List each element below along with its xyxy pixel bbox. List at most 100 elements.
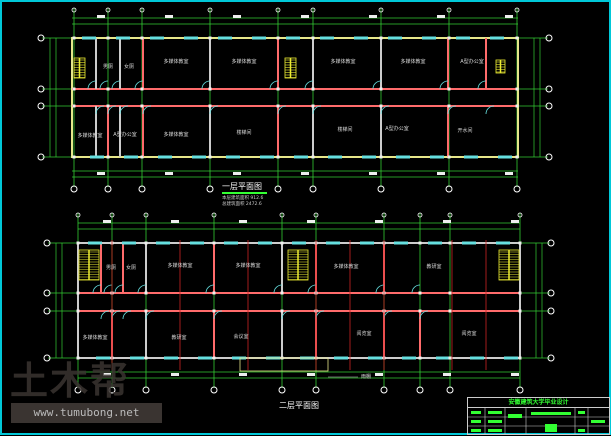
axis-bubble bbox=[43, 307, 51, 315]
column bbox=[418, 241, 422, 245]
axis-bubble bbox=[517, 212, 523, 218]
axis-bubble bbox=[545, 102, 553, 110]
column bbox=[72, 104, 76, 108]
window bbox=[184, 36, 198, 40]
dimension-text bbox=[443, 220, 451, 223]
column bbox=[76, 356, 80, 360]
axis-bubble bbox=[206, 185, 214, 193]
watermark-logo: 土木帮 bbox=[10, 359, 131, 403]
axis-bubble bbox=[279, 212, 285, 218]
room-label: 多媒体教室 bbox=[82, 335, 108, 341]
window bbox=[428, 241, 442, 245]
window bbox=[192, 155, 206, 159]
window bbox=[252, 36, 266, 40]
floor1-title: 一层平面图 bbox=[222, 182, 262, 191]
axis-bubble bbox=[446, 7, 452, 13]
door-swing bbox=[380, 105, 390, 115]
room-label: 多媒体教室 bbox=[163, 132, 189, 138]
axis-bubble bbox=[43, 354, 51, 362]
window bbox=[490, 36, 504, 40]
axis-bubble bbox=[37, 153, 45, 161]
axis-bubble bbox=[43, 239, 51, 247]
room-label: 阅览室 bbox=[356, 331, 372, 337]
column bbox=[72, 87, 76, 91]
column bbox=[72, 36, 76, 40]
axis-bubble bbox=[37, 34, 45, 42]
dimension-text bbox=[369, 15, 377, 18]
dimension-text bbox=[375, 220, 383, 223]
axis-bubble bbox=[143, 212, 149, 218]
axis-bubble bbox=[109, 212, 115, 218]
room-label: 多媒体教室 bbox=[400, 59, 426, 65]
column bbox=[448, 309, 452, 313]
dimension-text bbox=[97, 172, 105, 175]
room-label: 教研室 bbox=[171, 335, 187, 341]
column bbox=[515, 104, 519, 108]
window bbox=[456, 36, 470, 40]
door-swing bbox=[304, 80, 314, 90]
column bbox=[447, 155, 451, 159]
column bbox=[76, 291, 80, 295]
dimension-text bbox=[301, 172, 309, 175]
canopy-outline bbox=[239, 357, 329, 372]
column bbox=[448, 291, 452, 295]
axis-bubble bbox=[37, 85, 45, 93]
axis-bubble bbox=[380, 386, 388, 394]
column bbox=[140, 36, 144, 40]
column bbox=[212, 356, 216, 360]
column bbox=[280, 291, 284, 295]
column bbox=[515, 155, 519, 159]
axis-bubble bbox=[312, 386, 320, 394]
room-label: 阅览室 bbox=[461, 331, 477, 337]
dimension-text bbox=[505, 172, 513, 175]
column bbox=[418, 356, 422, 360]
axis-bubble bbox=[547, 239, 555, 247]
column bbox=[106, 155, 110, 159]
window bbox=[224, 241, 238, 245]
column bbox=[280, 309, 284, 313]
door-swing bbox=[485, 105, 495, 115]
exterior-wall bbox=[71, 37, 519, 158]
dimension-text bbox=[171, 373, 179, 376]
floor-area: 本层建筑面积 912.6 bbox=[222, 196, 264, 201]
window bbox=[158, 155, 172, 159]
window bbox=[436, 356, 450, 360]
room-label: 多媒体教室 bbox=[167, 263, 193, 269]
dimension-text bbox=[239, 373, 247, 376]
column bbox=[144, 241, 148, 245]
room-label: 男厕 bbox=[105, 265, 117, 271]
axis-bubble bbox=[447, 212, 453, 218]
axis-bubble bbox=[275, 7, 281, 13]
room-label: A型办公室 bbox=[460, 59, 484, 65]
axis-bubble bbox=[139, 7, 145, 13]
axis-bubble bbox=[417, 212, 423, 218]
door-swing bbox=[477, 80, 487, 90]
column bbox=[311, 36, 315, 40]
window bbox=[82, 36, 96, 40]
axis-bubble bbox=[545, 34, 553, 42]
floor2-title: 二层平面图 bbox=[279, 401, 319, 410]
axis-bubble bbox=[446, 386, 454, 394]
dimension-text bbox=[511, 373, 519, 376]
axis-bubble bbox=[445, 185, 453, 193]
column bbox=[76, 309, 80, 313]
door-swing bbox=[213, 310, 223, 320]
title-block-school: 安徽建筑大学毕业设计 bbox=[468, 398, 609, 408]
window bbox=[496, 241, 510, 245]
window bbox=[368, 356, 382, 360]
column bbox=[144, 356, 148, 360]
column bbox=[212, 291, 216, 295]
room-label: 开水间 bbox=[457, 128, 473, 134]
axis-bubble bbox=[381, 212, 387, 218]
column bbox=[311, 87, 315, 91]
dimension-text bbox=[437, 15, 445, 18]
axis-bubble bbox=[514, 7, 520, 13]
dimension-text bbox=[511, 220, 519, 223]
door-swing bbox=[87, 80, 97, 90]
room-label: 多媒体教室 bbox=[163, 59, 189, 65]
window bbox=[396, 155, 410, 159]
door-swing bbox=[312, 105, 322, 115]
room-label: A型办公室 bbox=[385, 126, 409, 132]
